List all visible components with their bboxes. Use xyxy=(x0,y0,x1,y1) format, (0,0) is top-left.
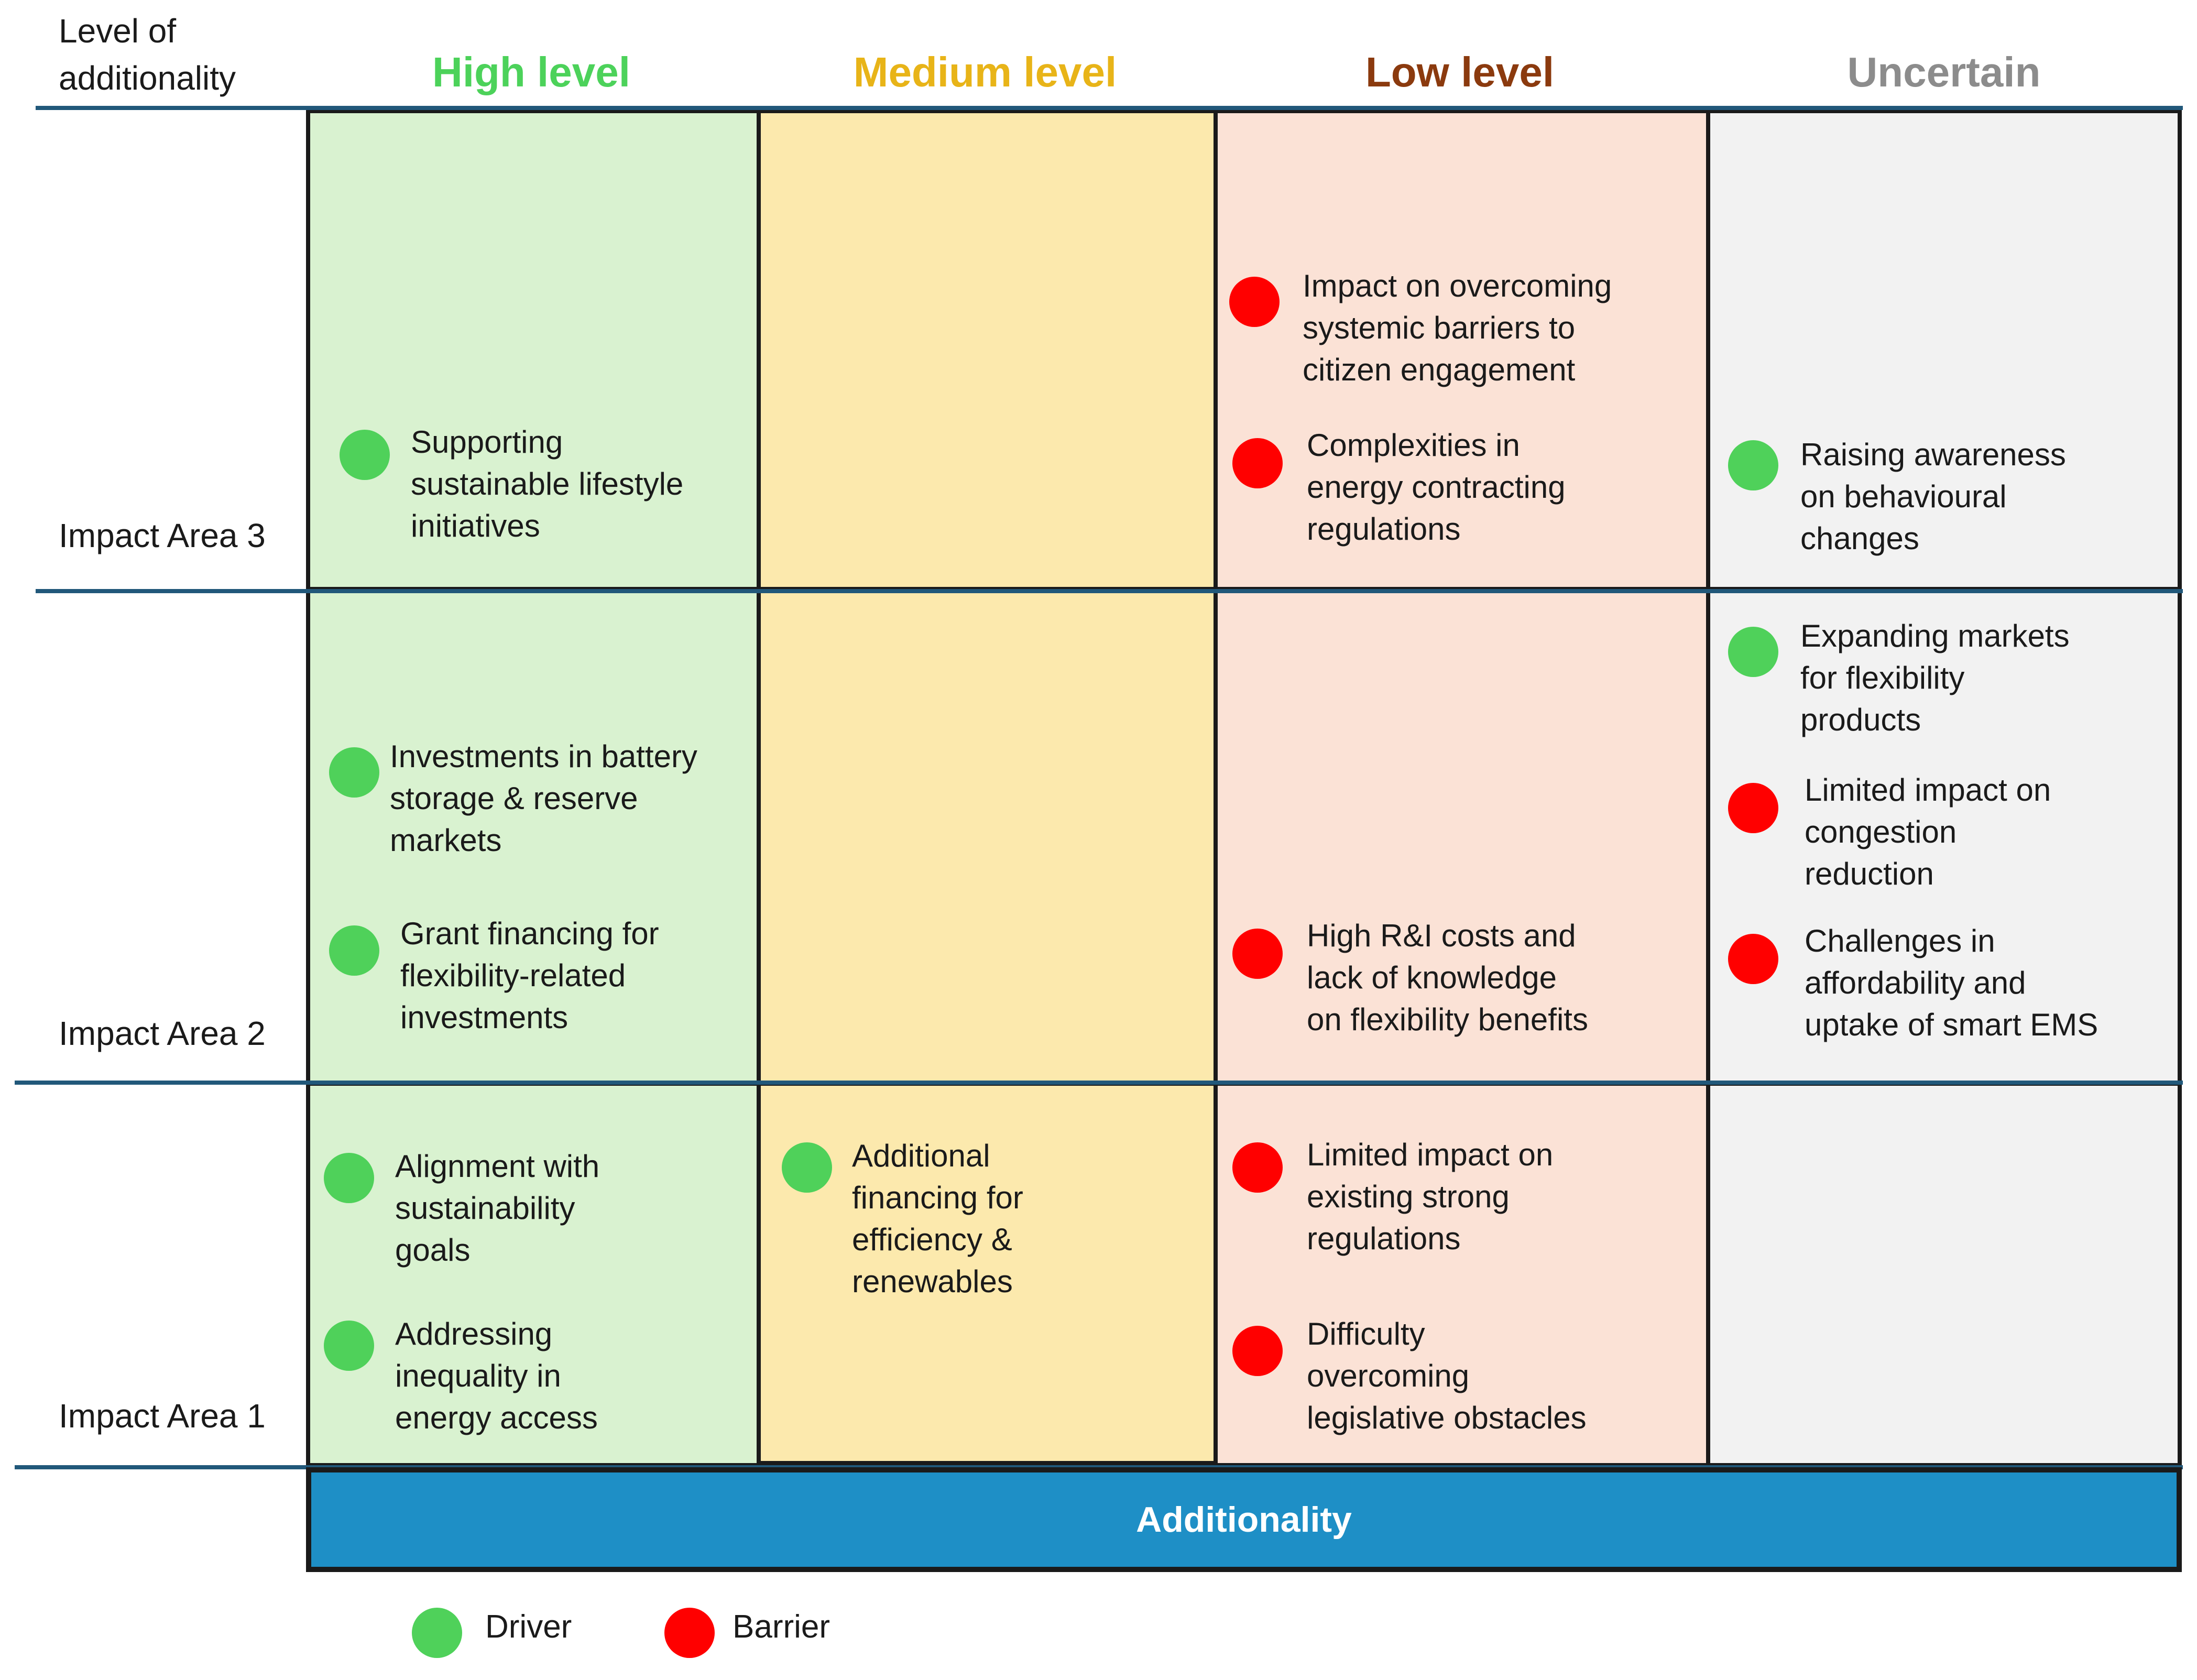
barrier-dot-icon xyxy=(664,1608,715,1658)
barrier-dot-icon xyxy=(1232,1326,1283,1376)
barrier-dot-icon xyxy=(1229,277,1280,327)
cell-ia2-medium xyxy=(757,587,1218,1086)
cell-ia1-high xyxy=(306,1082,761,1467)
barrier-dot-icon xyxy=(1728,934,1778,984)
driver-dot-icon xyxy=(1728,627,1778,677)
item-text: Complexities in energy contracting regul… xyxy=(1307,428,1566,547)
driver-dot-icon xyxy=(782,1142,832,1193)
item-text: Investments in battery storage & reserve… xyxy=(390,739,697,858)
cell-ia2-low xyxy=(1214,587,1710,1086)
driver-dot-icon xyxy=(340,430,390,480)
row-label-impact-area-2: Impact Area 2 xyxy=(59,1014,266,1052)
driver-dot-icon xyxy=(324,1153,374,1203)
column-header-low: Low level xyxy=(1365,49,1555,95)
cell-ia3-low xyxy=(1214,109,1710,591)
item-text: Supporting sustainable lifestyle initiat… xyxy=(411,424,684,543)
item-text: Limited impact on existing strong regula… xyxy=(1307,1137,1554,1256)
item-text: Difficulty overcoming legislative obstac… xyxy=(1307,1316,1587,1435)
cell-ia3-medium xyxy=(757,109,1218,591)
row-divider-3-2 xyxy=(36,589,2183,593)
item-text: Additional financing for efficiency & re… xyxy=(852,1138,1023,1299)
row-label-impact-area-1: Impact Area 1 xyxy=(59,1397,266,1435)
item-text: Limited impact on congestion reduction xyxy=(1805,772,2051,891)
item-text: Expanding markets for flexibility produc… xyxy=(1800,618,2070,737)
additionality-bar: Additionality xyxy=(306,1467,2182,1572)
driver-dot-icon xyxy=(329,925,379,976)
driver-dot-icon xyxy=(324,1321,374,1371)
driver-dot-icon xyxy=(329,747,379,798)
row-divider-2-1 xyxy=(15,1081,2183,1085)
legend-label-barrier: Barrier xyxy=(733,1609,830,1645)
barrier-dot-icon xyxy=(1232,438,1283,488)
additionality-bar-label: Additionality xyxy=(1136,1500,1352,1540)
cell-ia1-uncertain xyxy=(1706,1082,2182,1467)
item-text: High R&I costs and lack of knowledge on … xyxy=(1307,918,1588,1037)
driver-dot-icon xyxy=(1728,440,1778,490)
axis-title-level-of-additionality: Level of additionality xyxy=(59,12,236,97)
column-header-uncertain: Uncertain xyxy=(1847,49,2041,95)
item-text: Addressing inequality in energy access xyxy=(395,1316,598,1435)
barrier-dot-icon xyxy=(1232,1142,1283,1193)
item-text: Impact on overcoming systemic barriers t… xyxy=(1303,268,1612,387)
barrier-dot-icon xyxy=(1728,783,1778,833)
item-text: Raising awareness on behavioural changes xyxy=(1800,437,2066,556)
column-header-medium: Medium level xyxy=(853,49,1117,95)
item-text: Challenges in affordability and uptake o… xyxy=(1805,923,2098,1042)
item-text: Alignment with sustainability goals xyxy=(395,1149,600,1268)
item-text: Grant financing for flexibility-related … xyxy=(400,916,659,1035)
barrier-dot-icon xyxy=(1232,929,1283,979)
row-label-impact-area-3: Impact Area 3 xyxy=(59,517,266,554)
legend-label-driver: Driver xyxy=(485,1609,572,1645)
driver-dot-icon xyxy=(412,1608,462,1658)
header-divider xyxy=(36,106,2183,110)
cell-ia3-high xyxy=(306,109,761,591)
column-header-high: High level xyxy=(432,49,630,95)
